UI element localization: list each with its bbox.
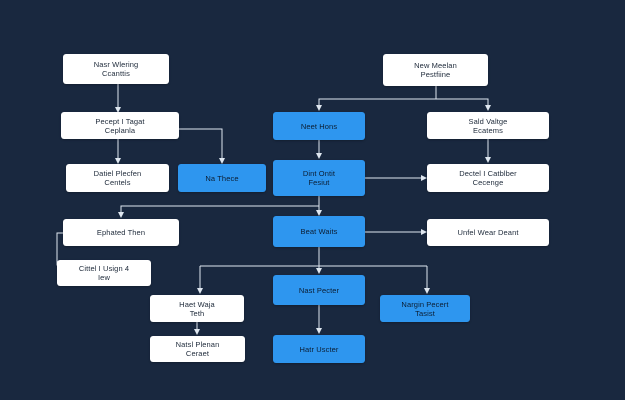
node-unfel-wear-deant[interactable]: Unfel Wear Deant xyxy=(427,219,549,246)
node-pecept-tagat[interactable]: Pecept I Tagat Ceplanla xyxy=(61,112,179,139)
connector-n15-bar xyxy=(316,86,437,111)
node-ephated-then[interactable]: Ephated Then xyxy=(63,219,179,246)
node-neet-hons[interactable]: Neet Hons xyxy=(273,112,365,140)
node-dectel-catblber[interactable]: Dectel I Catblber Cecenge xyxy=(427,164,549,192)
node-nargin-pecert[interactable]: Nargin Pecert Tasist xyxy=(380,295,470,322)
connector-n2-n6 xyxy=(178,128,225,164)
node-nast-pecter[interactable]: Nast Pecter xyxy=(273,275,365,305)
node-natsl-plenan[interactable]: Natsl Plenan Ceraet xyxy=(150,336,245,362)
node-na-thece[interactable]: Na Thece xyxy=(178,164,266,192)
node-beat-waits[interactable]: Beat Waits xyxy=(273,216,365,247)
node-datiel-plecfen[interactable]: Datiel Plecfen Centels xyxy=(66,164,169,192)
node-cittel-usign[interactable]: Cittel I Usign 4 Iew xyxy=(57,260,151,286)
node-nasr-wlering[interactable]: Nasr Wlering Ccanttis xyxy=(63,54,169,84)
node-hatr-uscter[interactable]: Hatr Uscter xyxy=(273,335,365,363)
connector-n15-n16 xyxy=(436,98,491,111)
node-haet-waja[interactable]: Haet Waja Teth xyxy=(150,295,244,322)
connector-n8-n4 xyxy=(118,196,320,218)
node-new-meelan[interactable]: New Meelan Pestfiine xyxy=(383,54,488,86)
node-dint-ontit[interactable]: Dint Ontit Fesiut xyxy=(273,160,365,196)
node-sald-valtge[interactable]: Sald Valtge Ecatems xyxy=(427,112,549,139)
